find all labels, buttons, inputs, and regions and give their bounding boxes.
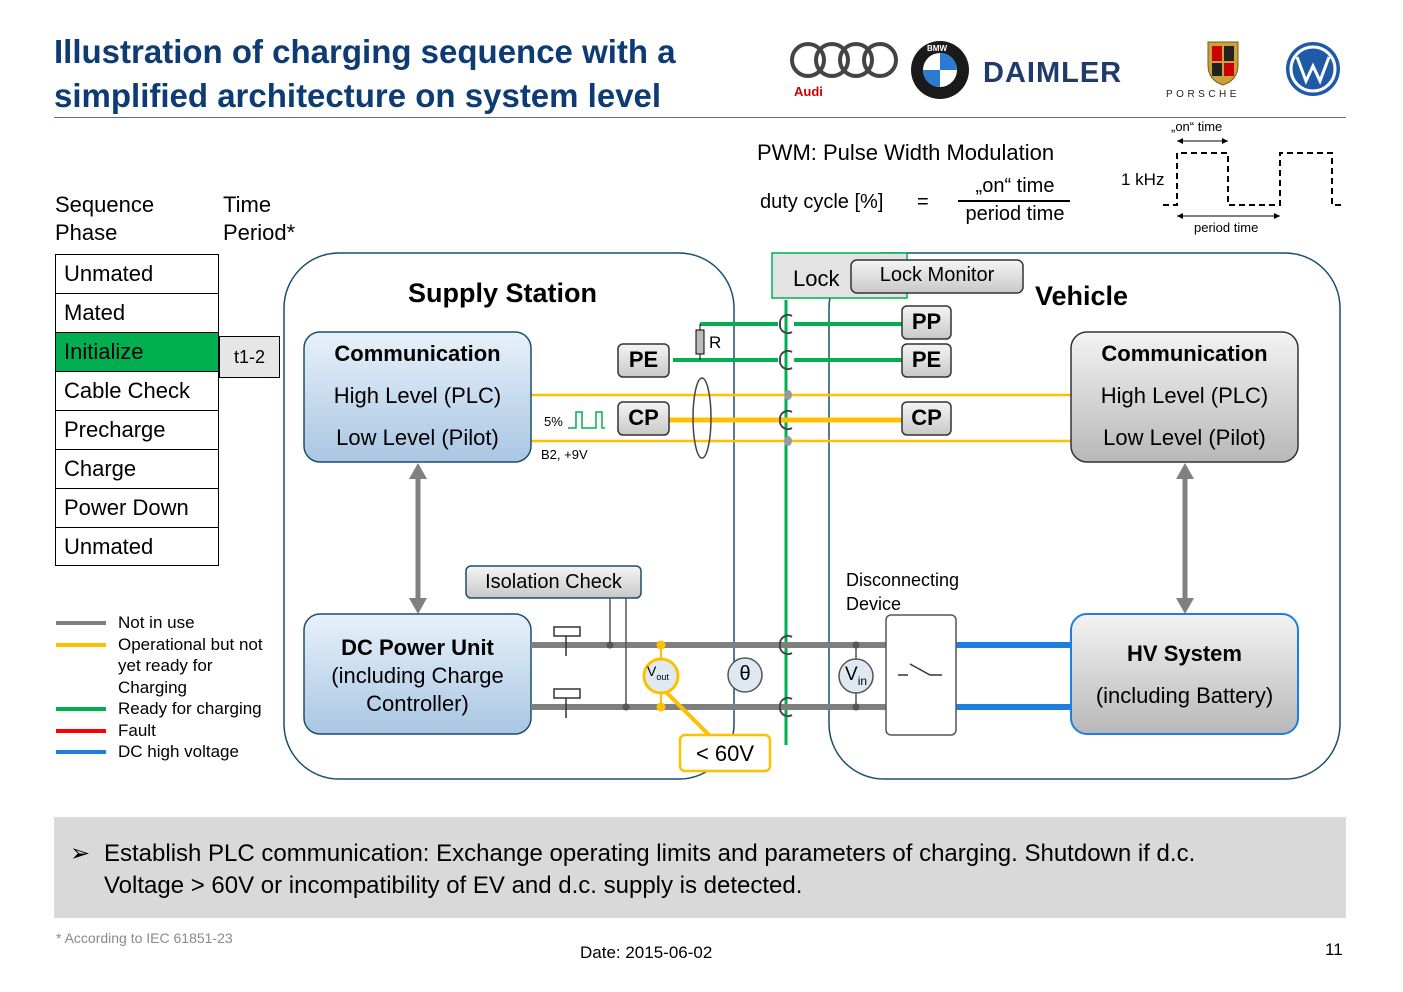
station-comm-title: Communication (334, 341, 501, 366)
supply-station-boundary (283, 252, 735, 780)
vehicle-internal-link (1176, 463, 1194, 614)
header-divider (54, 117, 1346, 118)
vehicle-comm-low: Low Level (Pilot) (1103, 425, 1266, 450)
disconnecting-device (885, 614, 957, 736)
phase-cable-check: Cable Check (55, 371, 219, 410)
phase-precharge: Precharge (55, 410, 219, 449)
time-period-header: Time Period* (223, 192, 296, 245)
phase-mated: Mated (55, 293, 219, 332)
bullet-marker: ➢ (70, 840, 91, 867)
on-time-label: „on“ time (1171, 119, 1223, 134)
phase-power-down: Power Down (55, 488, 219, 527)
legend-fault: Fault (56, 720, 263, 742)
phase-initialize-active: Initialize (55, 332, 219, 371)
phase-unmated-final: Unmated (55, 527, 219, 566)
svg-text:Audi: Audi (794, 84, 823, 99)
lock-monitor-label: Lock Monitor (879, 264, 995, 286)
title-line-1: Illustration of charging sequence with a (54, 33, 676, 70)
temperature-sensor (727, 657, 763, 693)
vehicle-communication-box (1070, 331, 1299, 463)
active-time-period: t1-2 (219, 336, 280, 378)
vehicle-label: Vehicle (1035, 281, 1129, 311)
station-comm-low: Low Level (Pilot) (336, 425, 499, 450)
dc-power-unit-label: DC Power Unit (including Charge Controll… (331, 635, 504, 716)
hv-system-box (1070, 613, 1299, 735)
vehicle-pe-label: PE (911, 347, 942, 372)
legend-not-in-use: Not in use (56, 612, 263, 634)
vw-logo: VW (1286, 42, 1340, 96)
svg-text:PORSCHE: PORSCHE (1166, 89, 1240, 100)
vin-meter (838, 658, 874, 694)
voltage-limit-label: < 60V (695, 741, 755, 766)
period-time-label: period time (1194, 220, 1259, 235)
resistor-r (695, 329, 705, 355)
isolation-check-label: Isolation Check (485, 571, 622, 593)
vehicle-pe-pin (901, 343, 952, 378)
hv-system-title: HV System (1127, 641, 1242, 666)
vehicle-boundary (828, 252, 1341, 780)
disconnecting-device-label: Disconnecting Device (846, 570, 960, 614)
pwm-duty-label: 5% (544, 414, 563, 429)
title-line-2: simplified architecture on system level (54, 77, 662, 114)
isolation-check-box (465, 565, 642, 599)
vout-label: Vout (647, 663, 669, 682)
legend-ready: Ready for charging (56, 698, 263, 720)
lock-monitor-box (850, 259, 1024, 294)
description-panel (54, 817, 1346, 918)
station-comm-high: High Level (PLC) (333, 383, 502, 408)
period-time-denominator: period time (965, 203, 1065, 225)
vin-label: Vin (845, 664, 868, 688)
vehicle-pp-pin (901, 305, 952, 340)
date-label: Date: 2015-06-02 (580, 943, 713, 962)
b2-voltage-label: B2, +9V (541, 447, 588, 462)
frequency-label: 1 kHz (1121, 170, 1165, 189)
station-pe-pin (617, 343, 670, 378)
sequence-phase-table: Unmated Mated Initialize Cable Check Pre… (55, 254, 219, 566)
vehicle-comm-high: High Level (PLC) (1100, 383, 1269, 408)
vehicle-comm-title: Communication (1101, 341, 1268, 366)
fraction-bar (958, 200, 1070, 202)
svg-text:VW: VW (1306, 71, 1308, 73)
vout-meter (642, 657, 680, 695)
bmw-logo: BMW (911, 41, 969, 99)
lock-label: Lock (793, 266, 840, 291)
legend-operational: Operational but not (56, 634, 263, 656)
audi-logo: Audi (790, 42, 898, 99)
page-number: 11 (1325, 940, 1343, 959)
page-title: Illustration of charging sequence with a… (54, 30, 676, 118)
oem-logos: Audi BMW DAIMLER PORSCHE VW (790, 41, 1340, 100)
station-cp-pin (617, 401, 670, 436)
voltage-limit-callout (678, 733, 772, 773)
line-legend: Not in use Operational but not yet ready… (56, 612, 263, 763)
station-internal-link (409, 463, 427, 614)
porsche-logo: PORSCHE (1166, 41, 1240, 100)
hv-system-subtitle: (including Battery) (1095, 683, 1274, 708)
vehicle-cp-pin (901, 401, 952, 436)
pwm-waveform (1163, 138, 1345, 219)
sequence-phase-header: Sequence Phase (55, 192, 155, 245)
svg-text:BMW: BMW (927, 44, 947, 53)
vehicle-cp-label: CP (911, 405, 942, 430)
theta-label: θ (739, 663, 751, 685)
duty-cycle-label: duty cycle [%] (760, 191, 884, 213)
vehicle-pp-label: PP (911, 309, 942, 334)
supply-station-label: Supply Station (408, 278, 597, 308)
footnote: * According to IEC 61851-23 (56, 930, 233, 946)
station-pe-label: PE (628, 347, 659, 372)
svg-text:DAIMLER: DAIMLER (983, 57, 1122, 89)
equals-sign: = (917, 191, 929, 213)
pwm-title: PWM: Pulse Width Modulation (757, 140, 1055, 165)
station-cp-label: CP (628, 405, 659, 430)
on-time-numerator: „on“ time (975, 175, 1055, 197)
description-text: Establish PLC communication: Exchange op… (104, 840, 1196, 899)
legend-dc-high-voltage: DC high voltage (56, 741, 263, 763)
daimler-logo: DAIMLER (983, 57, 1122, 89)
resistor-label: R (709, 333, 722, 352)
phase-charge: Charge (55, 449, 219, 488)
dc-power-unit-box (303, 613, 532, 735)
phase-unmated: Unmated (55, 254, 219, 293)
station-communication-box (303, 331, 532, 463)
